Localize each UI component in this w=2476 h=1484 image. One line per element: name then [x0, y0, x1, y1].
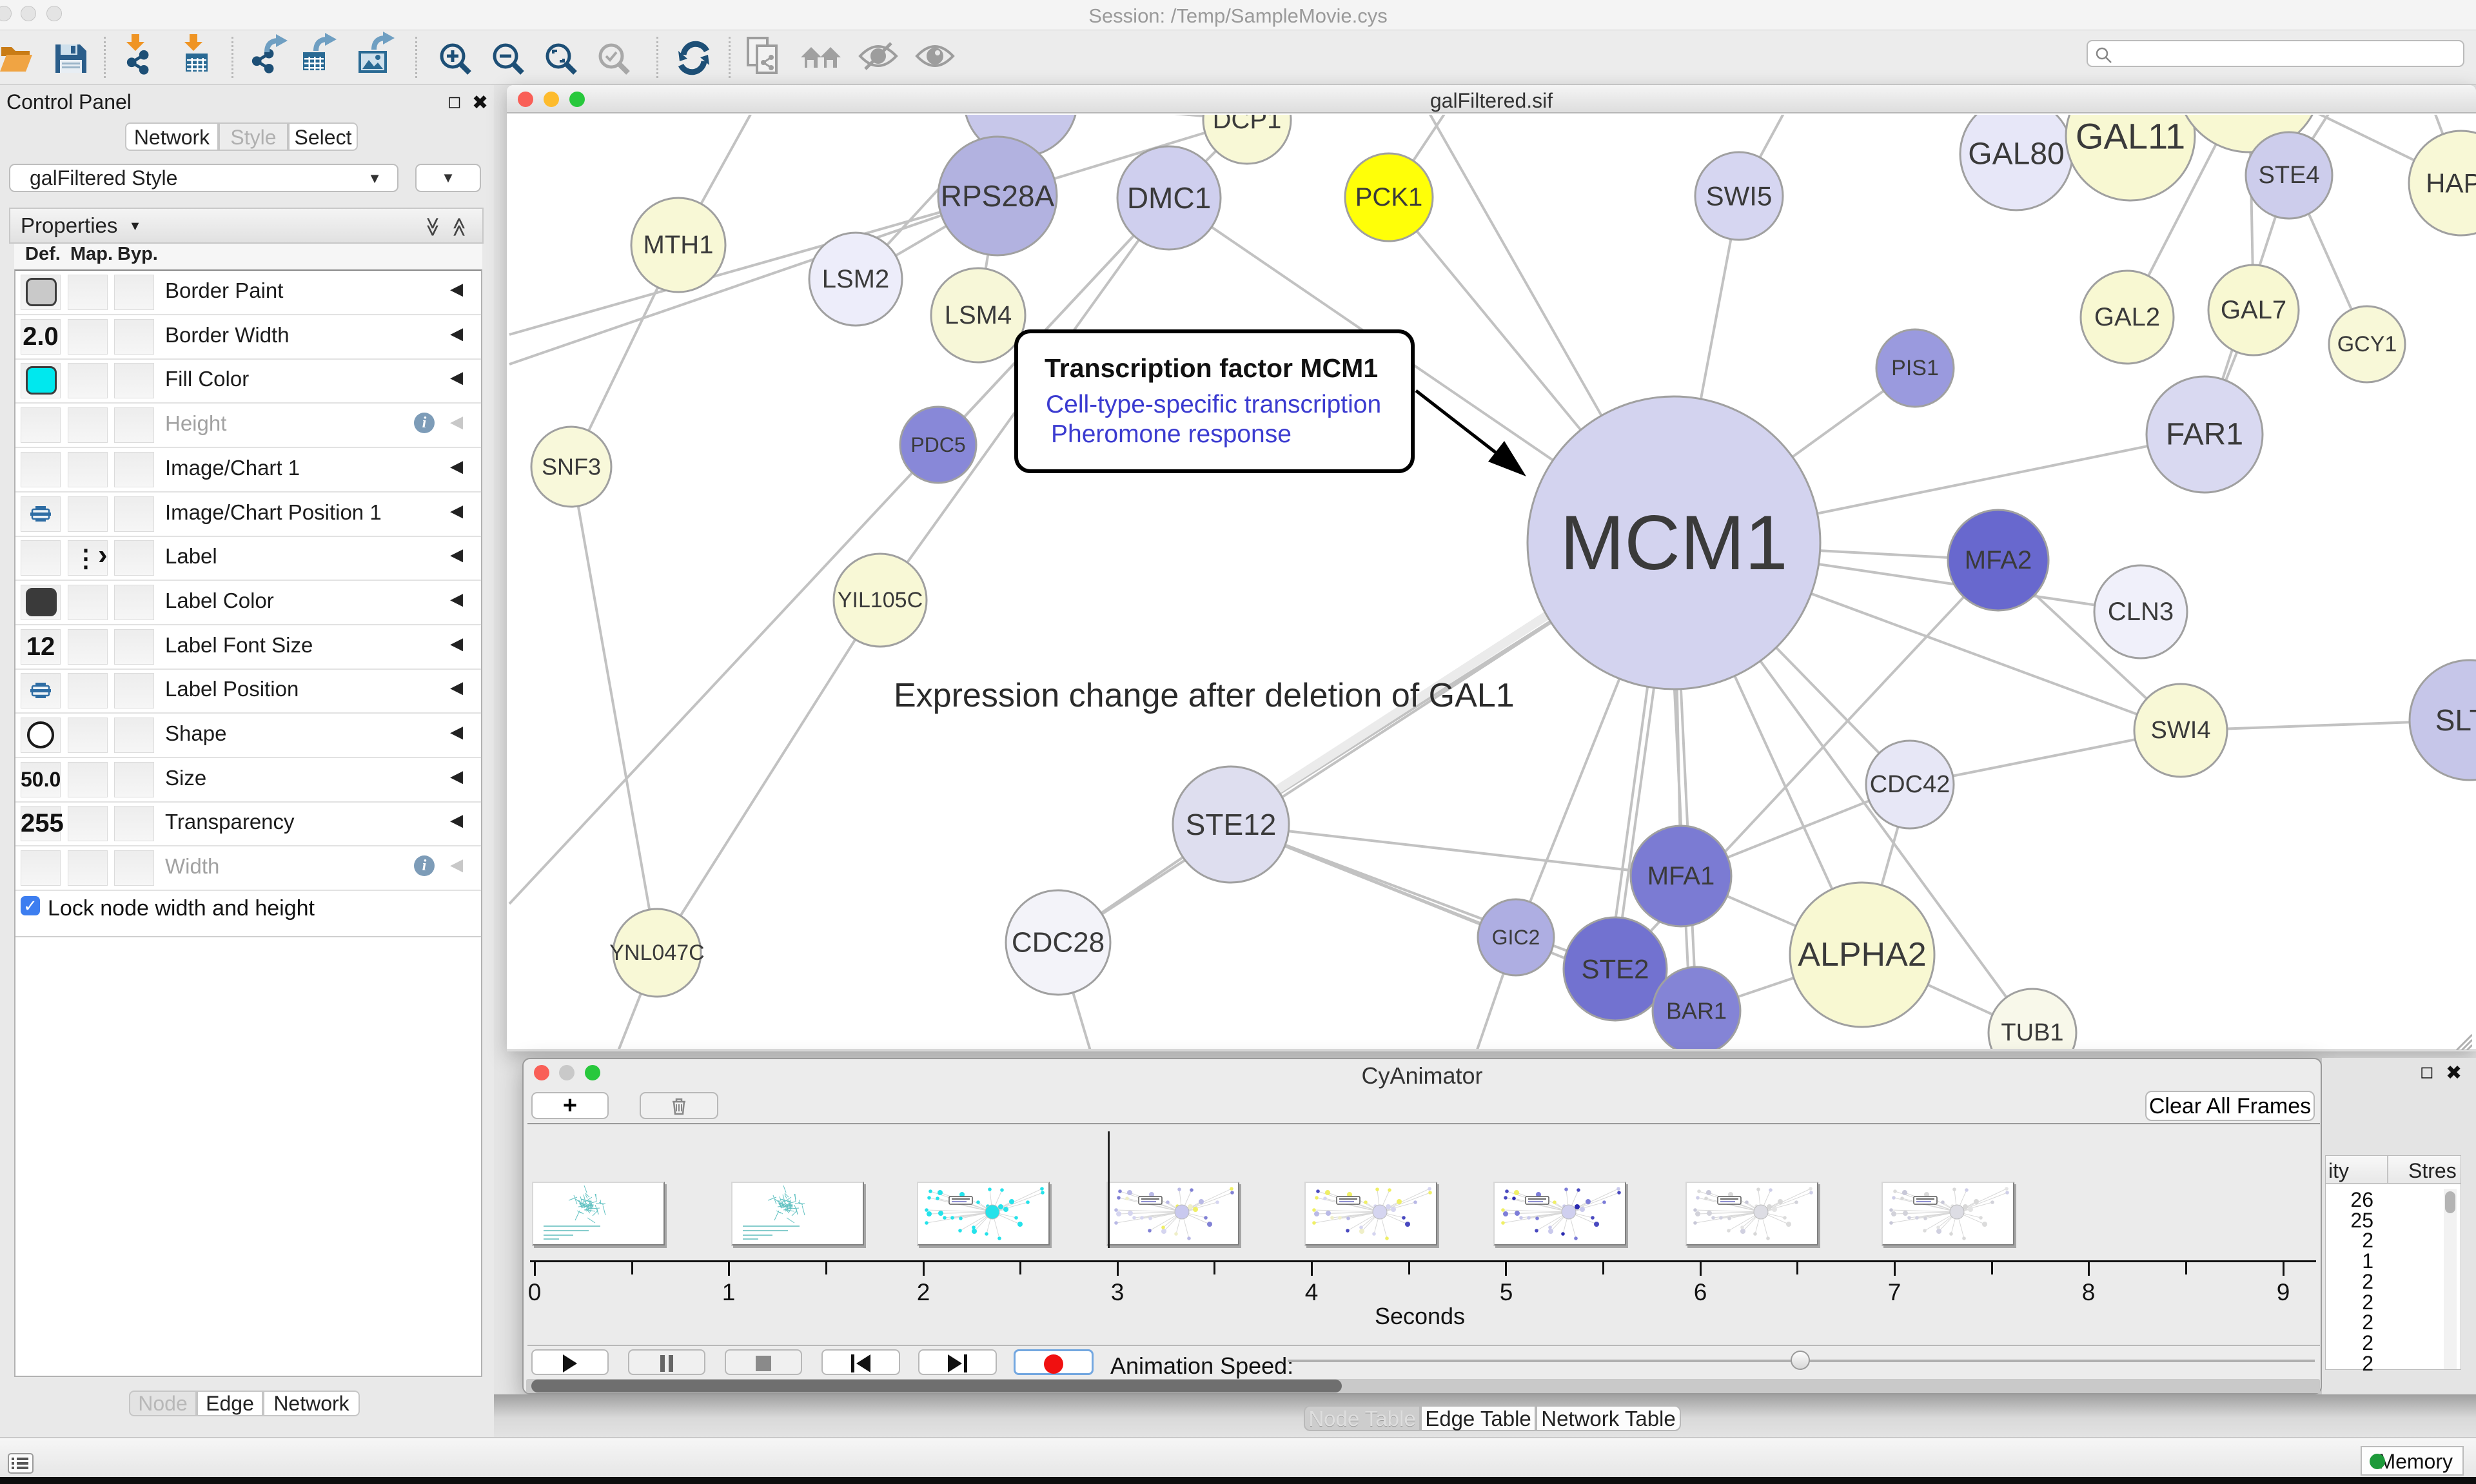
svg-text:LSM2: LSM2	[822, 265, 890, 293]
svg-text:MFA2: MFA2	[1965, 546, 2032, 574]
svg-text:GAL2: GAL2	[2094, 303, 2160, 331]
svg-text:MCM1: MCM1	[1560, 500, 1787, 586]
svg-text:ALPHA2: ALPHA2	[1798, 936, 1926, 973]
svg-text:LSM4: LSM4	[945, 301, 1012, 329]
svg-text:RPS28A: RPS28A	[941, 179, 1055, 213]
svg-text:SLT2: SLT2	[2435, 703, 2476, 737]
svg-text:Expression change after deleti: Expression change after deletion of GAL1	[894, 677, 1515, 714]
svg-text:DMC1: DMC1	[1127, 181, 1211, 215]
svg-text:STE4: STE4	[2258, 162, 2319, 189]
svg-text:YIL105C: YIL105C	[838, 588, 923, 612]
svg-text:CDC28: CDC28	[1012, 927, 1105, 959]
svg-text:YNL047C: YNL047C	[609, 941, 704, 965]
svg-text:HAP2: HAP2	[2426, 168, 2476, 199]
svg-text:DCP1: DCP1	[1213, 115, 1282, 134]
svg-text:GAL80: GAL80	[1968, 137, 2064, 171]
svg-text:BAR1: BAR1	[1666, 998, 1727, 1024]
svg-text:STE12: STE12	[1186, 808, 1277, 841]
svg-text:MFA1: MFA1	[1647, 862, 1715, 890]
svg-text:PCK1: PCK1	[1355, 183, 1423, 211]
svg-text:Transcription factor MCM1: Transcription factor MCM1	[1045, 353, 1378, 383]
svg-text:STE2: STE2	[1581, 954, 1649, 984]
svg-text:FAR1: FAR1	[2166, 418, 2243, 452]
svg-text:TUB1: TUB1	[2001, 1019, 2063, 1046]
svg-text:SWI4: SWI4	[2151, 717, 2211, 744]
svg-text:Cell-type-specific transcripti: Cell-type-specific transcription	[1046, 391, 1381, 418]
svg-text:Pheromone response: Pheromone response	[1051, 420, 1292, 448]
svg-text:PDC5: PDC5	[910, 433, 965, 456]
svg-text:GAL11: GAL11	[2076, 116, 2185, 157]
svg-text:CLN3: CLN3	[2108, 598, 2174, 626]
svg-text:GCY1: GCY1	[2337, 332, 2397, 356]
svg-text:GIC2: GIC2	[1492, 926, 1540, 949]
svg-text:CDC42: CDC42	[1870, 771, 1950, 798]
svg-text:SNF3: SNF3	[542, 454, 601, 480]
svg-text:PIS1: PIS1	[1891, 356, 1939, 380]
svg-text:MTH1: MTH1	[644, 231, 714, 259]
svg-text:GAL7: GAL7	[2221, 296, 2286, 324]
svg-text:SWI5: SWI5	[1706, 181, 1773, 211]
